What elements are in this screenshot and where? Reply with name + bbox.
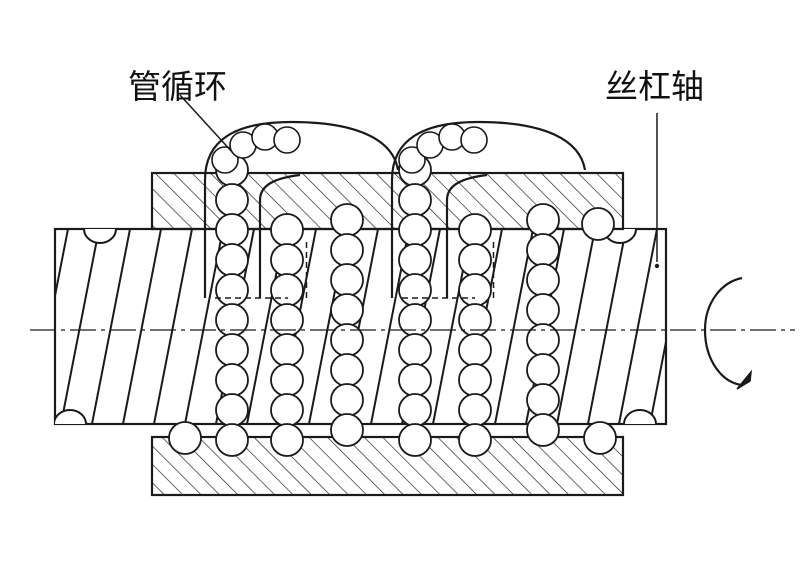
thread-line [649, 336, 666, 424]
hidden-path-line [402, 240, 495, 299]
ball [270, 333, 304, 367]
ball [270, 423, 304, 457]
ball [398, 393, 432, 427]
ball [168, 421, 202, 455]
tube-inner-wall [258, 173, 301, 298]
ball [458, 303, 492, 337]
ball [330, 203, 364, 237]
hidden-path-line [215, 240, 308, 299]
ball [583, 421, 617, 455]
ball [526, 203, 560, 237]
ball [270, 393, 304, 427]
ball [215, 213, 249, 247]
thread-line [681, 229, 719, 424]
thread-line [122, 229, 162, 424]
ball-column [526, 203, 560, 447]
ball [270, 243, 304, 277]
ball [398, 146, 426, 174]
ball [398, 423, 432, 457]
ball [270, 213, 304, 247]
ball [398, 183, 432, 217]
screw-shaft [53, 227, 719, 426]
ball [458, 393, 492, 427]
ball [398, 303, 432, 337]
tube-circulation-label: 管循环 [128, 67, 227, 106]
ball [215, 393, 249, 427]
ball [460, 126, 488, 154]
screw-shaft-label: 丝杠轴 [605, 67, 704, 106]
ball [270, 303, 304, 337]
ball [330, 353, 364, 387]
ball [526, 263, 560, 297]
ball [211, 146, 239, 174]
tube-outer-wall [203, 120, 400, 298]
ball [526, 383, 560, 417]
tube-leader-line [179, 94, 234, 154]
ball-column [398, 153, 432, 457]
return-tubes [203, 120, 587, 299]
ball [215, 183, 249, 217]
ball [330, 293, 364, 327]
ball [330, 323, 364, 357]
thread-line [153, 229, 193, 424]
ball [398, 363, 432, 397]
thread-groove [623, 409, 657, 424]
ball [215, 273, 249, 307]
ball [526, 233, 560, 267]
ball [330, 233, 364, 267]
ball [526, 323, 560, 357]
ball [581, 207, 615, 241]
thread-groove [83, 229, 117, 244]
ball [398, 273, 432, 307]
ball [330, 383, 364, 417]
ball [398, 333, 432, 367]
ball [270, 273, 304, 307]
ball [398, 243, 432, 277]
thread-line [55, 229, 69, 301]
thread-line [556, 229, 596, 424]
ball [215, 363, 249, 397]
thread-line [91, 229, 131, 424]
screw-leader-dot [654, 263, 660, 269]
ball [330, 263, 364, 297]
ball [458, 333, 492, 367]
return-tube [390, 120, 587, 299]
ball [215, 423, 249, 457]
ball [458, 273, 492, 307]
ball [215, 333, 249, 367]
ball [458, 213, 492, 247]
ball [273, 126, 301, 154]
ball-column [270, 213, 304, 457]
thread-line [494, 229, 534, 424]
thread-line [587, 229, 627, 424]
ball [526, 413, 560, 447]
ball [526, 353, 560, 387]
ball [458, 243, 492, 277]
rotation-arrow-icon [703, 276, 753, 390]
thread-line [60, 229, 100, 424]
ball [458, 363, 492, 397]
thread-line [618, 229, 658, 424]
tube-inner-wall [445, 173, 488, 298]
ball [215, 243, 249, 277]
ball [526, 293, 560, 327]
ball [215, 303, 249, 337]
ball [270, 363, 304, 397]
ball [330, 413, 364, 447]
return-tube [203, 120, 400, 299]
thread-groove [55, 409, 87, 424]
ball [398, 213, 432, 247]
tube-outer-wall [390, 120, 587, 298]
ball [458, 423, 492, 457]
ball-rows [168, 153, 617, 457]
ball-column [215, 153, 249, 457]
ball-column [330, 203, 364, 447]
